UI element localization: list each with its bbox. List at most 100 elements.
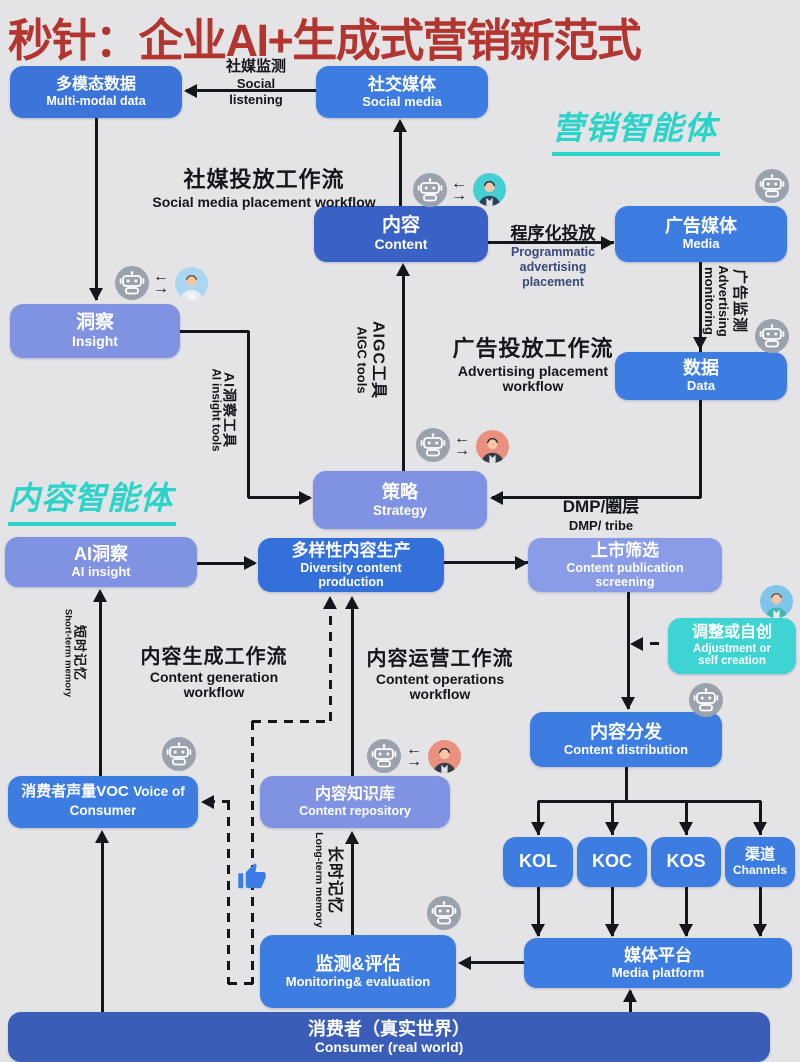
arrowhead — [89, 288, 103, 301]
node-label-zh: 广告媒体 — [665, 216, 737, 237]
arrowhead — [679, 924, 693, 937]
dashed-edge-line — [634, 641, 666, 645]
dashed-edge-line — [328, 600, 332, 722]
edge-line — [758, 887, 762, 936]
node-label-zh: 监测&评估 — [315, 953, 401, 974]
node-label-en: AI insight — [71, 564, 131, 580]
robot-icon — [115, 266, 149, 305]
dashed-edge-line — [206, 799, 230, 803]
vertical-label-zh: AIGC工具 — [369, 320, 387, 400]
node-label-zh: 上市筛选 — [591, 540, 659, 560]
edge-line — [624, 767, 628, 803]
vertical-label-en: Advertising monitoring — [701, 265, 732, 337]
robot-icon — [755, 319, 789, 358]
arrowhead — [244, 556, 257, 570]
node-label-zh: 消费者声量VOC — [21, 783, 129, 801]
arrowhead — [605, 822, 619, 835]
edge-line — [536, 801, 540, 835]
workflow-label-zh: 广告投放工作流 — [452, 336, 614, 361]
arrow-right-glyph: → — [153, 280, 169, 298]
node-label-zh: 策略 — [382, 481, 418, 502]
node-label-zh: 调整或自创 — [691, 623, 772, 641]
edge-line — [98, 592, 102, 776]
edge-line — [610, 887, 614, 936]
arrowhead — [323, 596, 337, 609]
arrowhead — [393, 119, 407, 132]
section-heading-marketing-agent: 营销智能体 — [552, 103, 721, 156]
arrowhead — [753, 924, 767, 937]
vertical-label-zh: 广告监测 — [731, 268, 749, 334]
arrow-left-glyph: ← — [406, 741, 422, 758]
arrowhead — [531, 822, 545, 835]
workflow-label-social-media-placement-workflow: 社媒投放工作流 Social media placement workflow — [152, 162, 375, 210]
arrowhead — [396, 263, 410, 276]
node-label-zh: 内容分发 — [590, 721, 662, 742]
node-label-en: Consumer (real world) — [314, 1038, 464, 1055]
node-label-en: Insight — [72, 333, 118, 350]
node-label-zh: AI洞察 — [74, 544, 128, 565]
node-label-zh: 内容 — [381, 214, 420, 236]
arrowhead — [515, 556, 528, 570]
arrowhead — [630, 637, 643, 651]
arrowhead — [95, 830, 109, 843]
vertical-label-en: AI insight tools — [208, 368, 221, 452]
arrowhead — [623, 989, 637, 1002]
workflow-label-zh: 社媒投放工作流 — [183, 167, 345, 192]
arrowhead — [605, 924, 619, 937]
arrow-right-glyph: → — [406, 753, 422, 771]
edge-line — [698, 400, 702, 498]
edge-line — [401, 266, 405, 471]
workflow-label-en: Social media placement workflow — [152, 194, 376, 210]
node-kol: KOL — [503, 837, 573, 887]
node-label-en: Content distribution — [563, 741, 689, 757]
edge-label-line: 程序化投放 — [510, 224, 596, 243]
robot-icon — [755, 169, 789, 208]
arrowhead — [458, 956, 471, 970]
edge-line — [536, 887, 540, 936]
arrowhead — [93, 589, 107, 602]
arrowhead — [753, 822, 767, 835]
arrow-right-glyph: → — [451, 187, 467, 205]
node-koc: KOC — [577, 837, 647, 887]
edge-label-line: DMP/圈层 — [562, 497, 640, 516]
arrowhead — [201, 795, 214, 809]
node-label-en: Monitoring& evaluation — [285, 973, 431, 989]
person-avatar-icon — [473, 173, 506, 211]
node-label-en: Content — [374, 236, 428, 253]
edge-label-line: 社媒监测 — [225, 58, 287, 75]
arrowhead — [184, 84, 197, 98]
arrowhead — [693, 337, 707, 350]
node-consumer-real-world: 消费者（真实世界）Consumer (real world) — [8, 1012, 770, 1062]
node-label-en: Voice of Consumer — [69, 784, 185, 818]
edge-line — [350, 600, 354, 776]
node-kos: KOS — [651, 837, 721, 887]
vertical-label-zh: 短时记忆 — [72, 624, 88, 682]
dashed-edge-line — [228, 981, 260, 985]
vertical-label-zh: AI洞察工具 — [221, 372, 238, 448]
arrowhead — [679, 822, 693, 835]
arrow-left-glyph: ← — [454, 430, 470, 447]
node-label-en: Diversity content production — [300, 561, 402, 590]
node-label-zh: KOS — [666, 851, 706, 872]
arrow-right-glyph: → — [454, 442, 470, 460]
node-label-en: Content publication screening — [566, 561, 684, 590]
edge-line — [444, 560, 528, 564]
edge-label-line: placement — [522, 275, 584, 290]
workflow-label-zh: 内容生成工作流 — [140, 646, 288, 668]
